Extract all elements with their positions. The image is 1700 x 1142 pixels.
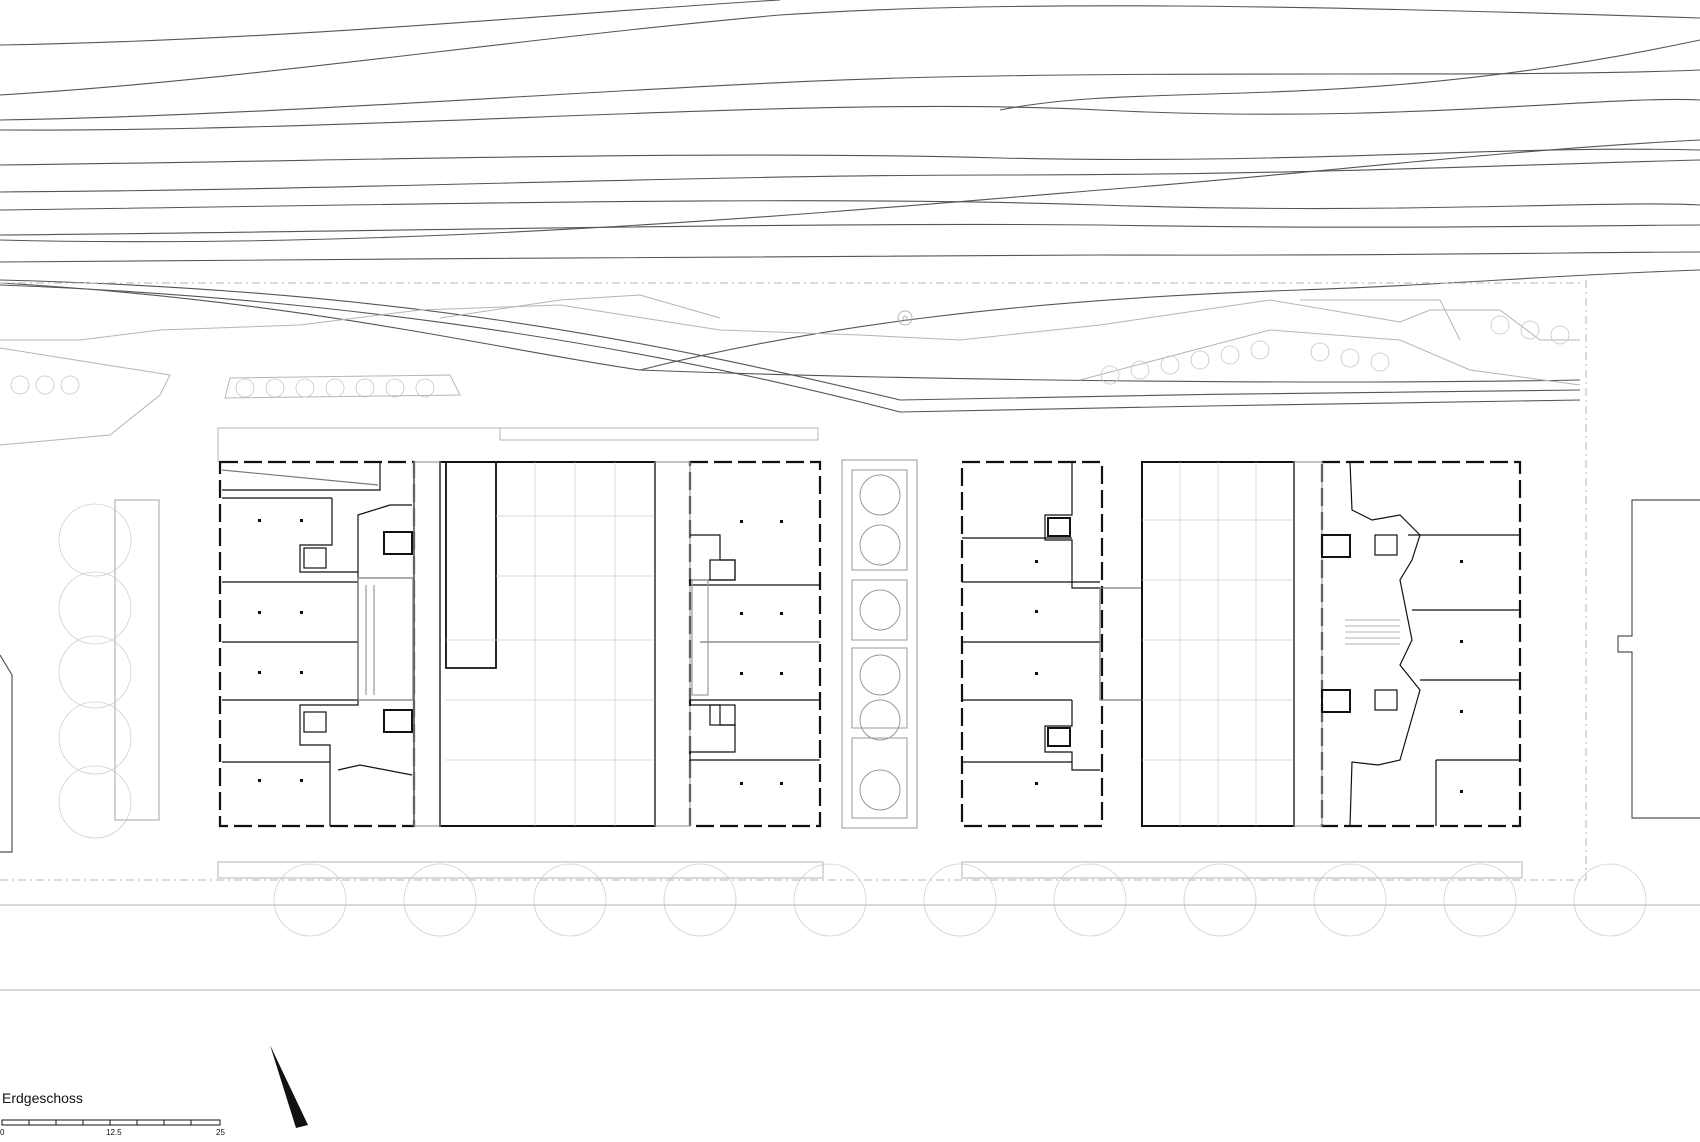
drawing-title: Erdgeschoss [2, 1090, 83, 1106]
building-block-east-1 [960, 460, 1143, 828]
building-block-east-2 [1293, 460, 1522, 828]
scale-tick-25: 25 [216, 1128, 225, 1137]
scale-tick-12-5: 12.5 [106, 1128, 122, 1137]
hall-west [413, 461, 656, 827]
structural-columns [258, 519, 1463, 793]
streets [0, 427, 1700, 991]
scale-bar [1, 1119, 221, 1126]
railway-tracks [0, 0, 1700, 413]
hall-east [1141, 461, 1295, 827]
building-block-centre [654, 460, 822, 828]
platforms [0, 280, 1587, 881]
neighbouring-buildings [0, 499, 1700, 853]
north-arrow [270, 1045, 308, 1128]
building-block-west [218, 460, 416, 828]
scale-tick-0: 0 [0, 1128, 5, 1137]
street-trees [58, 503, 1647, 937]
courtyard-garden [841, 459, 918, 829]
platform-trees [10, 315, 1570, 398]
